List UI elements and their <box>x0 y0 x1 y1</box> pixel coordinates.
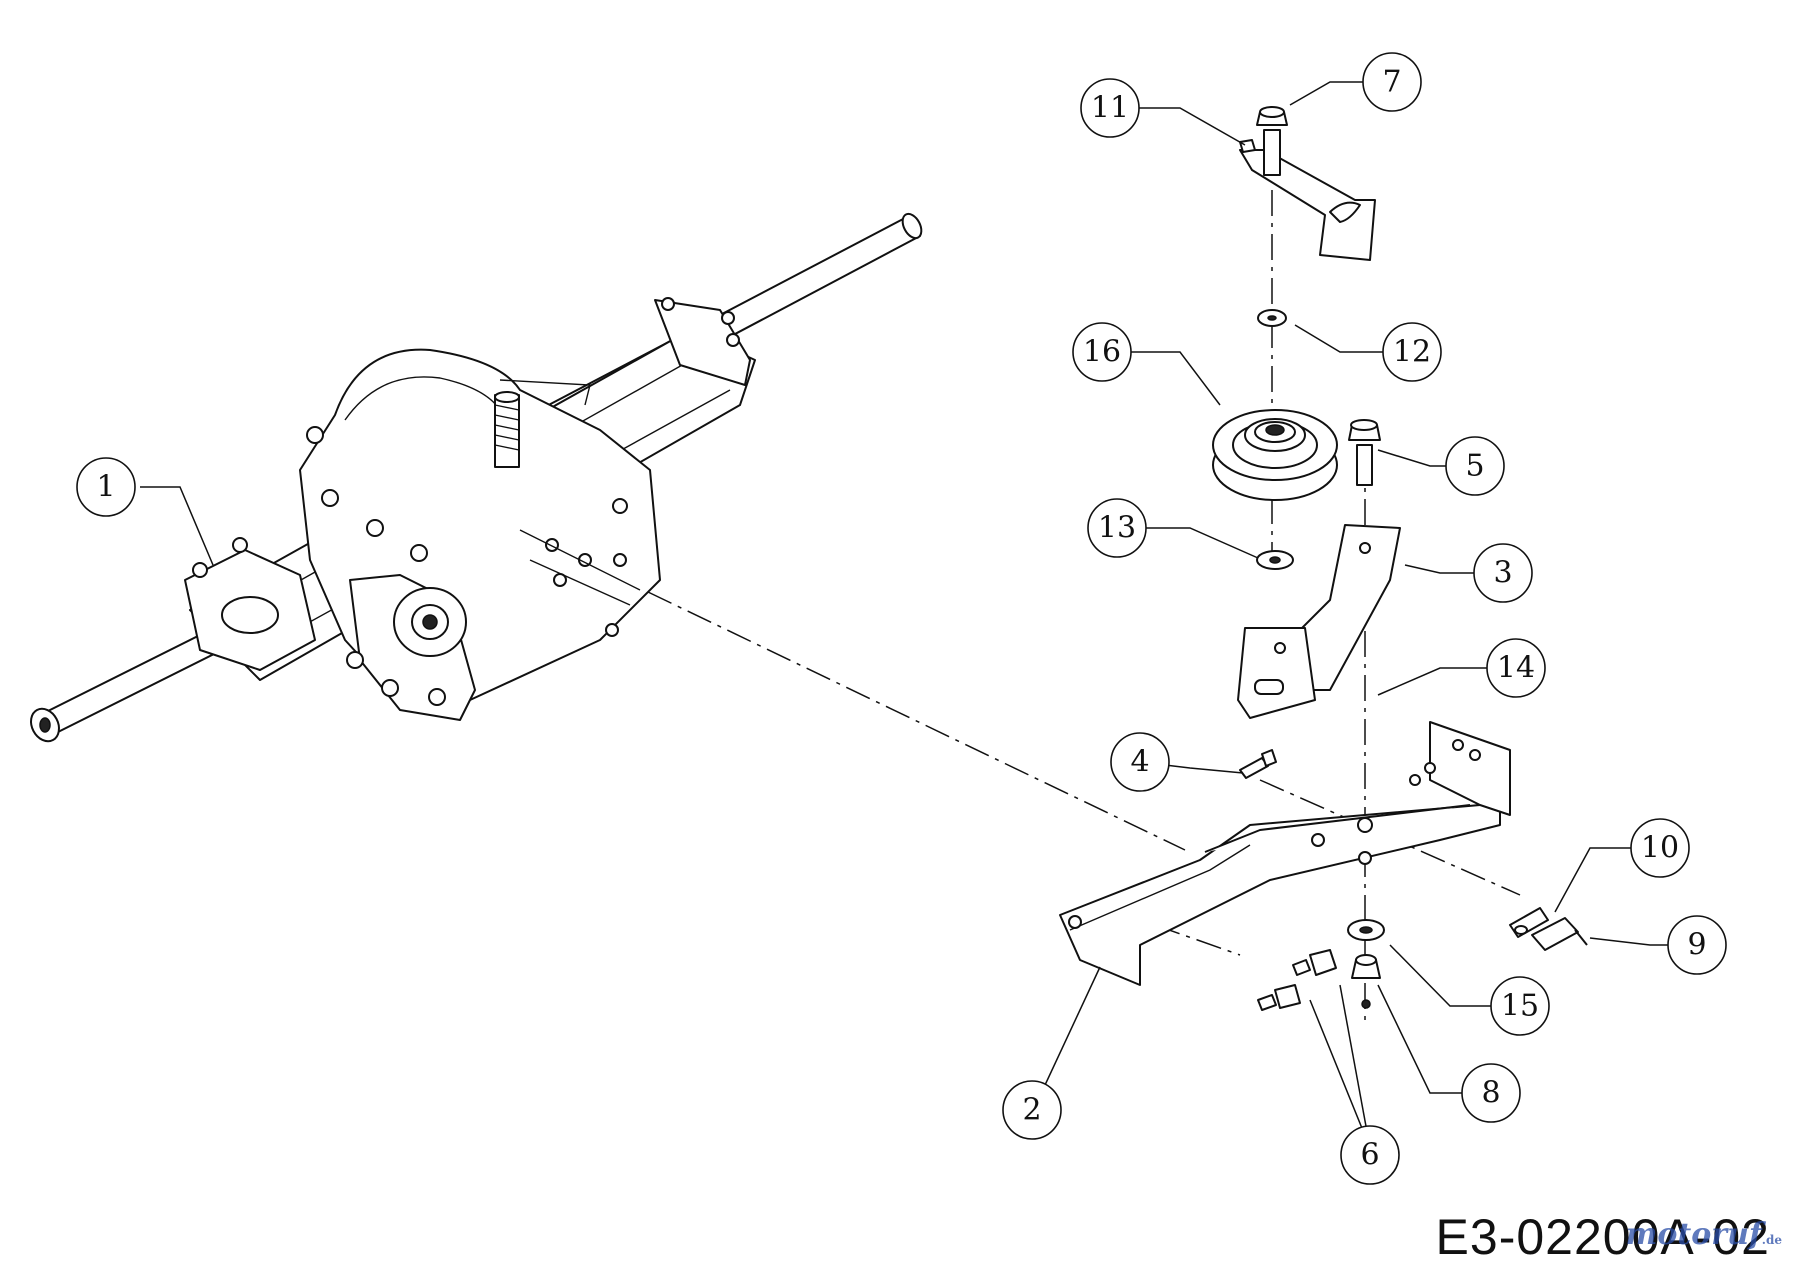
callout-label: 6 <box>1360 1138 1379 1173</box>
hex-bolt-side <box>1348 419 1381 486</box>
callout-12: 12 <box>1382 322 1442 382</box>
callout-10: 10 <box>1630 818 1690 878</box>
callout-label: 2 <box>1022 1093 1041 1128</box>
callout-6: 6 <box>1340 1125 1400 1185</box>
callout-3: 3 <box>1473 543 1533 603</box>
callout-4: 4 <box>1110 732 1170 792</box>
callout-label: 15 <box>1501 989 1539 1024</box>
watermark-suffix: .de <box>1761 1233 1782 1247</box>
alignment-lines <box>647 190 1521 1020</box>
callout-11: 11 <box>1080 78 1140 138</box>
callout-13: 13 <box>1087 498 1147 558</box>
callout-label: 14 <box>1497 651 1535 686</box>
drawing-code: E3-02200A-02 <box>1435 1209 1770 1265</box>
callout-15: 15 <box>1490 976 1550 1036</box>
hex-bolt-top <box>1256 106 1288 176</box>
callout-label: 7 <box>1382 65 1401 100</box>
watermark-brand: motoruf <box>1625 1217 1762 1252</box>
callout-8: 8 <box>1461 1063 1521 1123</box>
watermark-logo: motoruf.de <box>1626 1217 1782 1252</box>
callout-label: 11 <box>1091 91 1129 126</box>
idler-pulley <box>1212 409 1338 501</box>
callout-label: 5 <box>1465 449 1484 484</box>
small-hardware <box>1239 749 1588 1011</box>
callout-5: 5 <box>1445 436 1505 496</box>
callout-label: 10 <box>1641 831 1679 866</box>
callout-16: 16 <box>1072 322 1132 382</box>
callout-1: 1 <box>76 457 136 517</box>
callout-label: 9 <box>1687 928 1706 963</box>
callout-label: 16 <box>1083 335 1121 370</box>
callout-label: 1 <box>96 470 115 505</box>
idler-arm <box>1237 524 1401 719</box>
transaxle-assembly <box>30 212 923 743</box>
callout-label: 4 <box>1130 745 1149 780</box>
callout-label: 3 <box>1493 556 1512 591</box>
idler-arm-bracket <box>1239 139 1376 261</box>
callout-label: 12 <box>1393 335 1431 370</box>
mounting-bracket <box>1059 721 1511 986</box>
callout-label: 8 <box>1481 1076 1500 1111</box>
callout-label: 13 <box>1098 511 1136 546</box>
callout-9: 9 <box>1667 915 1727 975</box>
callout-2: 2 <box>1002 1080 1062 1140</box>
callout-7: 7 <box>1362 52 1422 112</box>
callout-14: 14 <box>1486 638 1546 698</box>
